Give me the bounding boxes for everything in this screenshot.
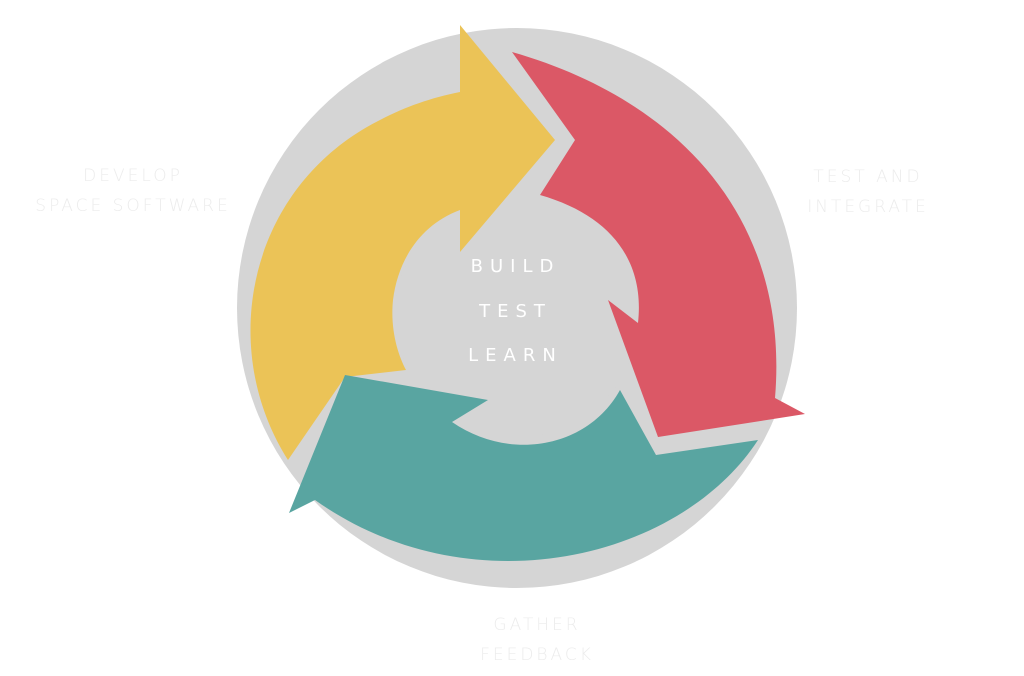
center-hub	[395, 193, 639, 437]
test-label-line-1: TEST AND	[813, 167, 923, 187]
center-word-learn: LEARN	[468, 345, 563, 366]
test-and-integrate-label: TEST AND INTEGRATE	[786, 162, 950, 222]
gather-label-line-2: FEEDBACK	[480, 645, 594, 665]
develop-cycle-arrow	[250, 25, 555, 460]
gather-label-line-1: GATHER	[493, 615, 581, 635]
gather-feedback-cycle-arrow	[289, 375, 758, 562]
test-and-integrate-cycle-arrow	[512, 52, 805, 437]
develop-space-software-label: DEVELOP SPACE SOFTWARE	[8, 161, 258, 221]
develop-label-line-2: SPACE SOFTWARE	[35, 196, 231, 216]
test-label-line-2: INTEGRATE	[807, 197, 929, 217]
develop-label-line-1: DEVELOP	[83, 166, 183, 186]
center-word-test: TEST	[479, 301, 552, 322]
center-word-build: BUILD	[470, 256, 561, 277]
gather-feedback-label: GATHER FEEDBACK	[440, 610, 634, 670]
